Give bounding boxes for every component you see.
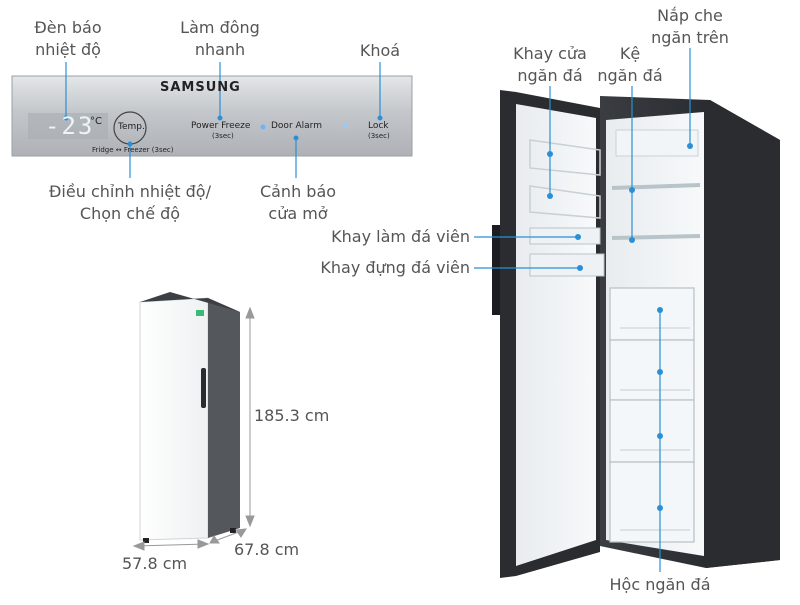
label-shelf: Kệ ngăn đá bbox=[590, 43, 670, 87]
closed-fridge-handle bbox=[201, 368, 206, 408]
panel-callout-lines bbox=[65, 62, 381, 178]
label-ice-bin: Khay đựng đá viên bbox=[320, 258, 470, 277]
label-top-cover-line2: ngăn trên bbox=[651, 28, 729, 47]
display-unit: °C bbox=[90, 116, 102, 127]
fridge-callout-dots bbox=[547, 143, 693, 511]
shelf-1 bbox=[611, 183, 701, 190]
closed-fridge-top bbox=[140, 292, 240, 312]
drawer-details bbox=[620, 327, 690, 531]
mode-text: Fridge ↔ Freezer (3sec) bbox=[92, 146, 174, 154]
closed-fridge bbox=[139, 292, 240, 543]
drawer-3 bbox=[609, 399, 695, 463]
height-arrow-top bbox=[245, 306, 255, 319]
label-temp-adjust: Điều chỉnh nhiệt độ/ Chọn chế độ bbox=[40, 181, 220, 225]
freezer-drawers bbox=[609, 287, 695, 543]
lock-label[interactable]: Lock bbox=[368, 121, 389, 131]
lock-indicator bbox=[342, 123, 348, 129]
label-display-indicator-line1: Đèn báo bbox=[34, 18, 102, 37]
depth-arrow-front bbox=[209, 535, 220, 544]
label-display-indicator-line2: nhiệt độ bbox=[35, 40, 101, 59]
closed-fridge-door bbox=[139, 297, 209, 541]
dimension-height: 185.3 cm bbox=[254, 406, 330, 425]
label-shelf-line2: ngăn đá bbox=[597, 66, 663, 85]
open-door-liner bbox=[516, 104, 596, 566]
panel-callout-dots bbox=[63, 115, 383, 147]
height-arrow-bottom bbox=[245, 515, 255, 528]
top-cover bbox=[615, 129, 699, 157]
label-shelf-line1: Kệ bbox=[619, 44, 641, 63]
display-digits: -23 bbox=[45, 112, 95, 140]
width-arrow-right bbox=[197, 539, 210, 549]
drawer-4 bbox=[609, 461, 695, 543]
label-door-alarm-line1: Cảnh báo bbox=[259, 182, 337, 201]
label-ice-maker: Khay làm đá viên bbox=[331, 227, 470, 246]
label-temp-adjust-line2: Chọn chế độ bbox=[79, 204, 181, 223]
lock-sub: (3sec) bbox=[368, 132, 390, 140]
width-arrow-left bbox=[132, 541, 145, 551]
ice-maker-tray bbox=[529, 227, 601, 245]
power-freeze-label[interactable]: Power Freeze bbox=[191, 121, 251, 131]
label-door-shelf: Khay cửa ngăn đá bbox=[505, 43, 595, 87]
depth-arrow-back bbox=[235, 528, 247, 538]
label-power-freeze: Làm đông nhanh bbox=[170, 17, 270, 61]
label-top-cover-line1: Nắp che bbox=[657, 6, 723, 25]
door-bin-2 bbox=[529, 185, 601, 219]
temp-button[interactable]: Temp. bbox=[118, 122, 145, 132]
drawer-1 bbox=[609, 287, 695, 341]
open-fridge bbox=[492, 90, 780, 578]
dimension-lines bbox=[132, 306, 255, 551]
open-door-handle bbox=[492, 225, 500, 315]
open-fridge-side bbox=[706, 100, 780, 568]
ice-storage-bin bbox=[529, 253, 605, 277]
label-door-alarm-line2: cửa mở bbox=[268, 204, 328, 223]
door-bin-1 bbox=[529, 139, 601, 176]
label-top-cover: Nắp che ngăn trên bbox=[640, 5, 740, 49]
energy-sticker bbox=[196, 310, 204, 316]
label-temp-adjust-line1: Điều chỉnh nhiệt độ/ bbox=[49, 182, 211, 201]
closed-fridge-side bbox=[208, 298, 240, 538]
door-alarm-label[interactable]: Door Alarm bbox=[271, 121, 322, 131]
door-bins bbox=[529, 139, 601, 219]
power-freeze-sub: (3sec) bbox=[212, 132, 234, 140]
dimension-width: 57.8 cm bbox=[122, 554, 188, 573]
drawer-2 bbox=[609, 339, 695, 401]
label-power-freeze-line2: nhanh bbox=[194, 40, 246, 59]
door-alarm-indicator bbox=[260, 124, 266, 130]
label-door-shelf-line2: ngăn đá bbox=[517, 66, 583, 85]
label-power-freeze-line1: Làm đông bbox=[180, 18, 260, 37]
label-door-shelf-line1: Khay cửa bbox=[513, 44, 587, 63]
shelf-2 bbox=[611, 234, 701, 240]
label-lock: Khoá bbox=[359, 41, 401, 60]
panel-brand: SAMSUNG bbox=[160, 80, 241, 95]
label-freezer-drawers: Hộc ngăn đá bbox=[609, 575, 711, 594]
label-display-indicator: Đèn báo nhiệt độ bbox=[20, 17, 116, 61]
dimension-depth: 67.8 cm bbox=[234, 540, 300, 559]
label-door-alarm: Cảnh báo cửa mở bbox=[250, 181, 346, 225]
fridge-callout-lines bbox=[474, 48, 691, 572]
width-dim-line bbox=[135, 543, 207, 547]
